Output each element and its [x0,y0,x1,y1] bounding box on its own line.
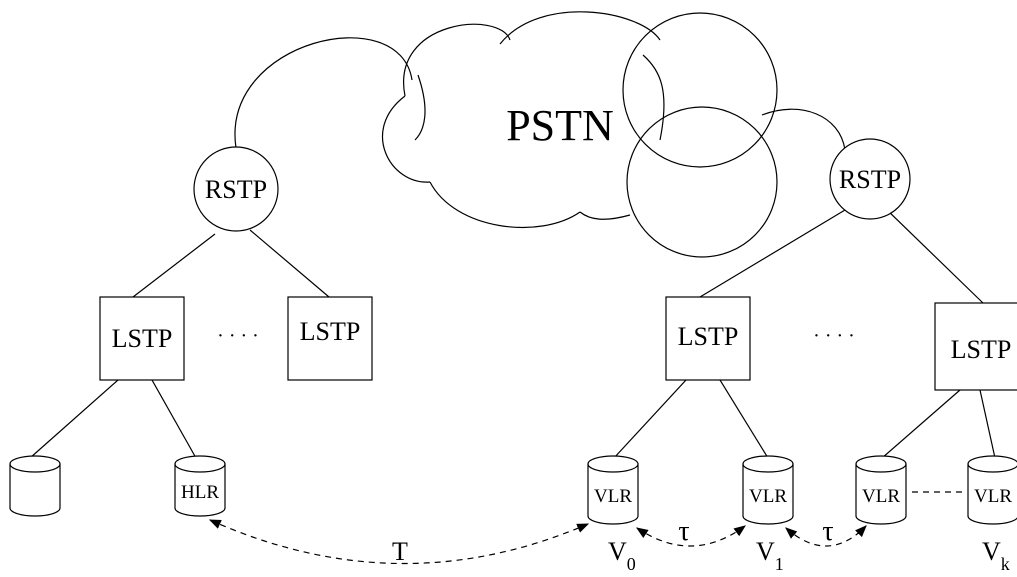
vlr-label-1: VLR [594,486,632,507]
db-cylinder-hlr [174,455,226,517]
lstp-label-1: LSTP [112,324,173,353]
v0-base: V [608,537,627,566]
edge-label-tau-2: τ [822,516,833,547]
arrow-hlr-to-v0 [208,519,590,565]
db-cylinder-vlr-4 [967,455,1017,525]
lstp-label-2: LSTP [300,317,361,346]
vk-label: Vk [982,537,1010,574]
vlr-label-3: VLR [862,486,900,507]
arrow-v0-to-v1 [636,525,746,547]
rstp-left-label: RSTP [205,175,267,204]
lstp-label-3: LSTP [678,322,739,351]
db-cylinder-vlr-2 [742,455,794,525]
db-cylinder-vlr-3 [855,455,907,525]
db-cylinder-plain [9,455,61,517]
ellipsis-right: · · · · [813,325,855,347]
edge-label-tau-1: τ [678,516,689,547]
pstn-cloud [234,11,846,258]
lstp-box-3 [665,296,751,381]
vk-sub: k [1001,554,1010,574]
rstp-right-node [829,138,911,220]
rstp-right-label: RSTP [839,165,901,194]
vlr-label-2: VLR [749,486,787,507]
db-cylinder-vlr-1 [587,455,639,525]
v1-label: V1 [756,537,784,574]
hlr-label: HLR [181,482,219,503]
pstn-label: PSTN [506,101,614,150]
lstp-box-2 [287,296,373,381]
v0-sub: 0 [627,554,636,574]
v1-sub: 1 [775,554,784,574]
rstp-left-node [193,146,279,232]
v0-label: V0 [608,537,636,574]
ellipsis-left: · · · · [217,325,259,347]
v1-base: V [756,537,775,566]
lstp-box-1 [99,296,185,381]
edge-label-T: T [392,537,408,566]
lstp-label-4: LSTP [951,335,1012,364]
vk-base: V [982,537,1001,566]
vlr-label-4: VLR [974,486,1012,507]
arrow-v1-to-v2 [785,525,867,547]
lstp-box-4 [934,302,1017,391]
